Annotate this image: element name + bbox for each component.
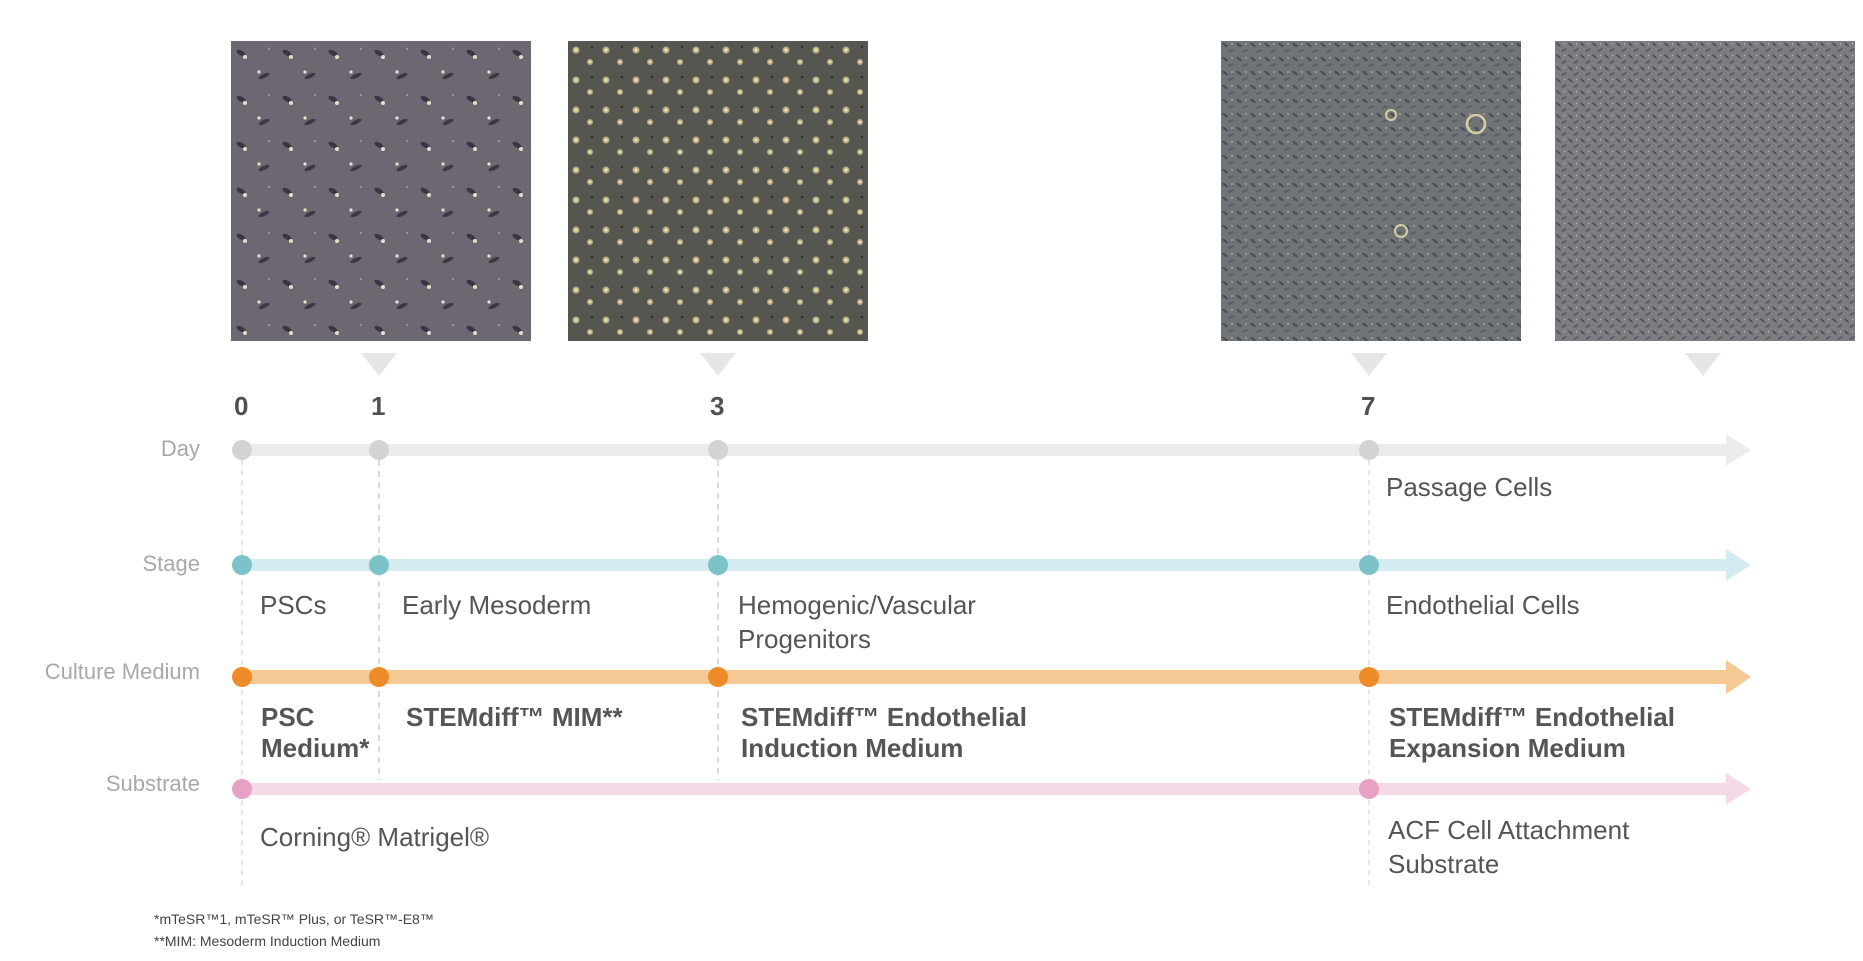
day-number-0: 0 (234, 391, 249, 421)
medium-psc-line1: PSC (261, 702, 315, 732)
day-number-1: 1 (371, 391, 386, 421)
day-number-3: 3 (710, 391, 725, 421)
stage-dot-1 (369, 555, 389, 575)
medium-expansion-line2: Expansion Medium (1389, 733, 1626, 763)
substrate-dot-0 (232, 779, 252, 799)
stage-pscs: PSCs (260, 590, 327, 620)
day-dot-3 (708, 440, 728, 460)
medium-dot-7 (1359, 667, 1379, 687)
medium-induction-line1: STEMdiff™ Endothelial (741, 702, 1027, 732)
row-label-substrate: Substrate (105, 771, 200, 796)
medium-induction-line2: Induction Medium (741, 733, 964, 763)
arrow-right-icon (1726, 434, 1751, 466)
stage-dot-0 (232, 555, 252, 575)
medium-track (242, 670, 1732, 684)
passage-cells-label: Passage Cells (1386, 472, 1553, 502)
footnote-medium: *mTeSR™1, mTeSR™ Plus, or TeSR™-E8™ (154, 911, 434, 927)
stage-early-mesoderm: Early Mesoderm (402, 590, 592, 620)
row-label-culture-medium: Culture Medium (44, 659, 200, 684)
micrograph-day7 (1221, 41, 1521, 341)
medium-dot-1 (369, 667, 389, 687)
day-dot-0 (232, 440, 252, 460)
micrograph-day0 (231, 41, 531, 341)
micrograph-day1 (568, 41, 868, 341)
stage-hemogenic-line2: Progenitors (738, 624, 871, 654)
row-label-stage: Stage (142, 551, 201, 576)
stage-endothelial: Endothelial Cells (1386, 590, 1580, 620)
footnote-mim: **MIM: Mesoderm Induction Medium (154, 933, 381, 949)
arrow-right-icon (1726, 773, 1751, 805)
substrate-matrigel: Corning® Matrigel® (260, 822, 490, 852)
substrate-dot-7 (1359, 779, 1379, 799)
medium-dot-0 (232, 667, 252, 687)
arrow-right-icon (1726, 660, 1751, 694)
day-dot-1 (369, 440, 389, 460)
medium-dot-3 (708, 667, 728, 687)
substrate-track (242, 783, 1732, 795)
substrate-acf-line2: Substrate (1388, 849, 1500, 879)
triangle-down-icon (700, 353, 736, 376)
medium-mim: STEMdiff™ MIM** (406, 702, 623, 732)
micrograph-day7-expanded (1555, 41, 1855, 341)
medium-psc-line2: Medium* (261, 733, 370, 763)
stage-track (242, 559, 1732, 571)
row-label-day: Day (160, 436, 200, 461)
substrate-acf-line1: ACF Cell Attachment (1388, 815, 1630, 845)
triangle-down-icon (1351, 353, 1387, 376)
day-dot-7 (1359, 440, 1379, 460)
stage-hemogenic-line1: Hemogenic/Vascular (738, 590, 976, 620)
day-number-7: 7 (1361, 391, 1376, 421)
stage-dot-3 (708, 555, 728, 575)
arrow-right-icon (1726, 549, 1751, 581)
triangle-down-icon (1685, 353, 1721, 376)
day-track (242, 444, 1732, 456)
stage-dot-7 (1359, 555, 1379, 575)
triangle-down-icon (361, 353, 397, 376)
medium-expansion-line1: STEMdiff™ Endothelial (1389, 702, 1675, 732)
